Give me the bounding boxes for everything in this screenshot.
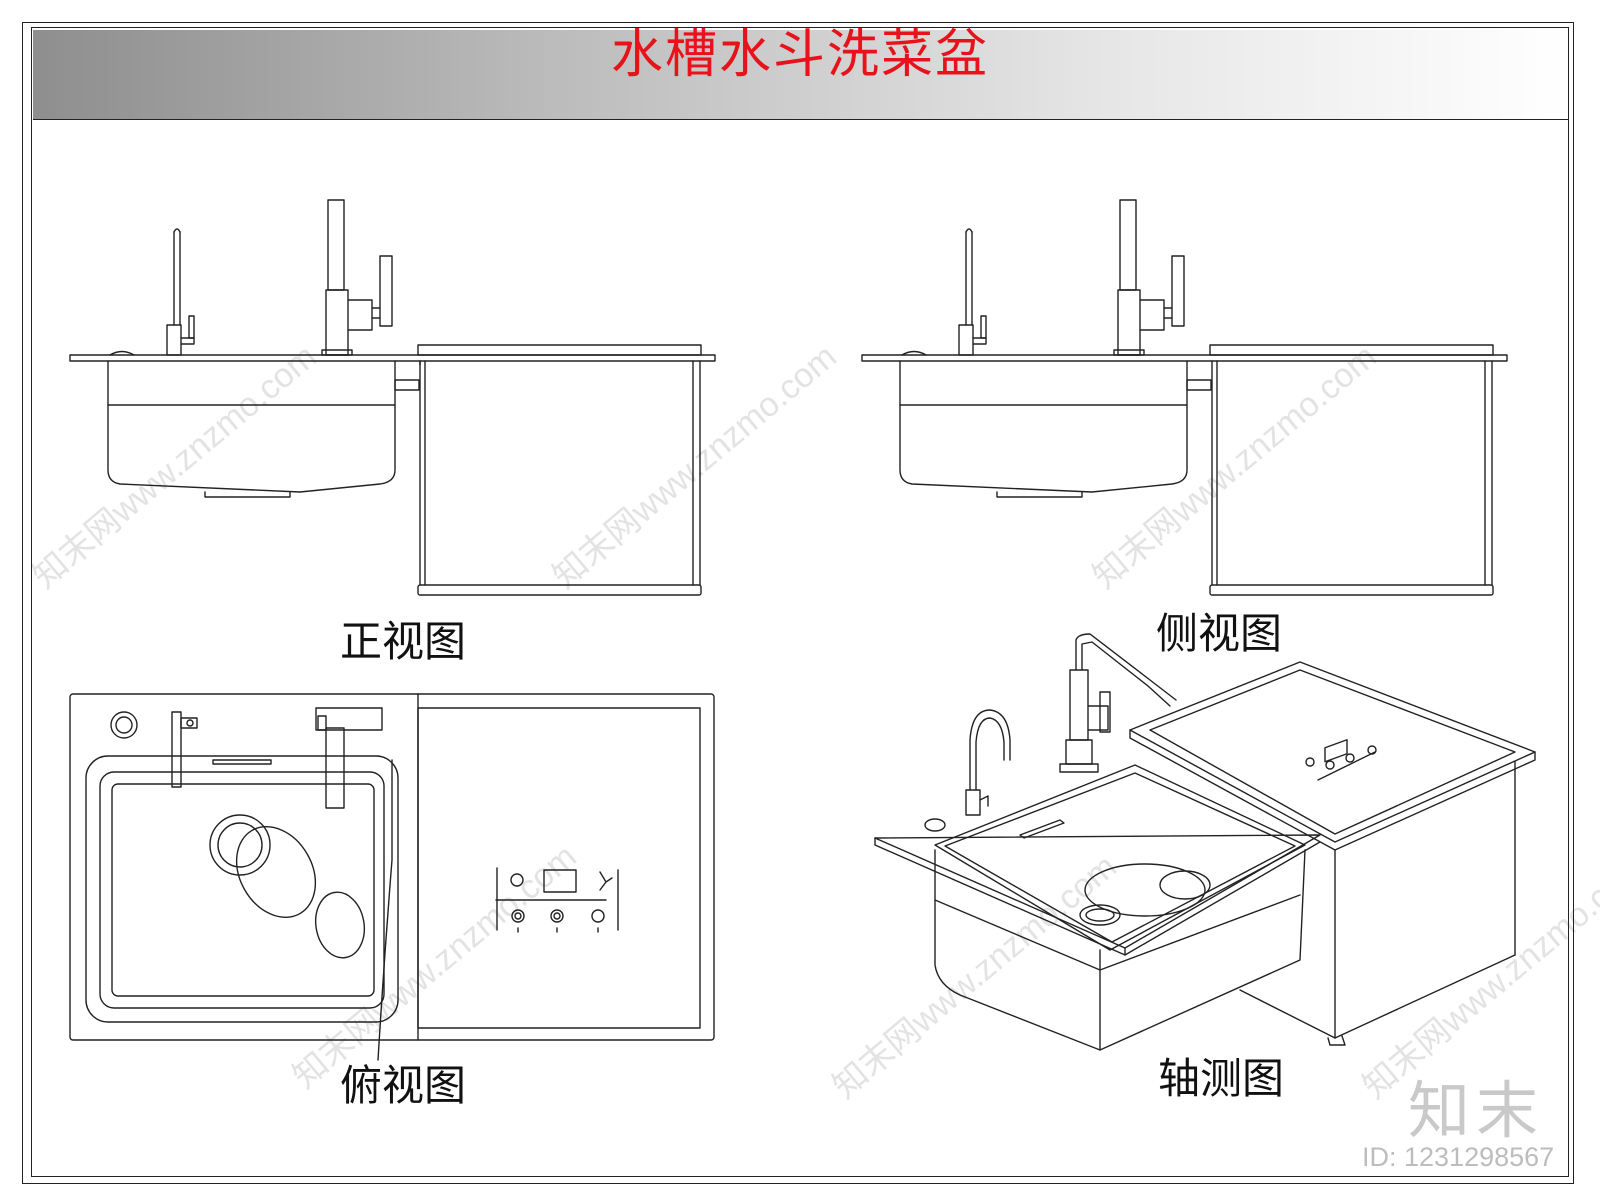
drawing-title: 水槽水斗洗菜盆 xyxy=(610,25,989,85)
side-view-label: 侧视图 xyxy=(1156,609,1283,658)
front-view-label: 正视图 xyxy=(340,617,467,666)
title-banner xyxy=(33,30,1568,120)
top-view-label: 俯视图 xyxy=(340,1061,467,1110)
front-view xyxy=(70,200,715,595)
axonometric-view-label: 轴测图 xyxy=(1158,1054,1285,1103)
inner-frame xyxy=(31,27,1569,1177)
top-view xyxy=(70,694,714,1060)
outer-frame xyxy=(22,22,1574,1184)
brand-logo: 知末 xyxy=(1408,1074,1545,1147)
side-view xyxy=(862,200,1507,595)
axonometric-view xyxy=(875,634,1535,1050)
id-label: ID: 1231298567 xyxy=(1362,1142,1555,1172)
